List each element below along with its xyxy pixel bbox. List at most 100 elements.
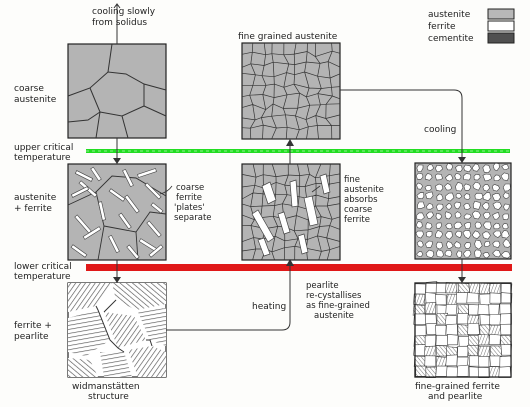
ferrite-grain	[416, 192, 425, 200]
microstructure-grain	[424, 355, 437, 367]
microstructure-grain	[414, 283, 426, 295]
ferrite-plate	[146, 220, 162, 238]
microstructure-grain	[477, 356, 490, 368]
cooling-slowly-label-2: from solidus	[92, 18, 147, 28]
microstructure-grain	[435, 324, 447, 336]
microstructure-grain	[489, 283, 501, 295]
ferrite-plate	[74, 214, 92, 234]
ferrite-grain	[492, 212, 500, 220]
microstructure-grain	[445, 323, 458, 336]
ferrite-grain	[416, 221, 423, 229]
microstructure-grain	[424, 334, 437, 347]
panel-fine-grained-austenite	[241, 42, 341, 140]
ferrite-grain	[474, 221, 483, 229]
microstructure-grain	[445, 282, 458, 294]
microstructure-grain	[435, 294, 447, 306]
ferrite-grain	[492, 162, 500, 172]
legend-austenite-label: austenite	[428, 10, 471, 20]
austenite-ferrite-label-1: austenite	[14, 193, 57, 203]
ferrite-plate	[148, 244, 164, 258]
ferrite-grain	[483, 240, 491, 247]
arrow-head-top	[113, 3, 121, 9]
ferrite-grain	[493, 174, 501, 182]
microstructure-grain	[425, 292, 437, 304]
microstructure-grain	[478, 282, 491, 294]
austenite-ferrite-label-2: + ferrite	[14, 204, 52, 214]
ferrite-grain	[454, 211, 462, 219]
ferrite-plate	[70, 186, 90, 198]
microstructure-grain	[477, 345, 491, 357]
microstructure-grain	[489, 355, 501, 367]
ferrite-grain	[482, 164, 491, 174]
microstructure-grain	[457, 324, 470, 336]
ferrite-grain	[416, 182, 423, 190]
ferrite-grain	[492, 240, 501, 248]
fine-austenite-label-4: coarse	[344, 205, 372, 215]
ferrite-grain	[436, 249, 444, 258]
microstructure-grain	[488, 304, 500, 316]
ferrite-grain	[492, 230, 502, 238]
coarse-ferrite-label-1: coarse	[176, 183, 204, 193]
fine-grained-fp-label-1: fine-grained ferrite	[415, 382, 500, 392]
ferrite-grain	[462, 229, 472, 240]
panel-coarse-austenite	[67, 43, 167, 139]
legend-cementite-swatch	[487, 32, 515, 44]
panel-fine-grained-ferrite-pearlite	[412, 281, 513, 379]
ferrite-grain	[424, 185, 432, 191]
ferrite-grain	[425, 222, 433, 230]
pearlite-recryst-label-3: as fine-grained	[306, 301, 370, 311]
ferrite-grain	[492, 201, 502, 210]
ferrite-grain	[415, 230, 424, 239]
microstructure-grain	[477, 303, 490, 315]
ferrite-grain	[454, 230, 462, 239]
microstructure-grain	[457, 313, 469, 325]
ferrite-grain	[463, 173, 472, 181]
coarse-austenite-label-1: coarse	[14, 84, 44, 94]
ferrite-grain	[463, 183, 471, 191]
ferrite-grain	[425, 249, 435, 259]
microstructure-grain	[466, 292, 480, 304]
ferrite-grain	[445, 203, 453, 210]
ferrite-grain	[455, 182, 464, 192]
panel-austenite-ferrite	[67, 163, 167, 261]
widmanstatten-label-1: widmanstätten	[72, 382, 140, 392]
ferrite-grain	[444, 249, 453, 258]
ferrite-grain	[482, 184, 491, 192]
ferrite-grain	[415, 172, 424, 180]
ferrite-grain	[445, 174, 454, 182]
ferrite-grain	[500, 251, 511, 259]
ferrite-grain	[464, 242, 471, 250]
microstructure-grain	[479, 293, 492, 306]
microstructure-grain	[456, 364, 469, 377]
ferrite-plate	[82, 226, 102, 240]
cooling-slowly-label-1: cooling slowly	[92, 7, 156, 17]
microstructure-grain	[500, 292, 513, 304]
ferrite-grain	[453, 201, 461, 210]
microstructure-grain	[489, 313, 502, 326]
ferrite-grain	[463, 202, 471, 210]
ferrite-grain	[445, 241, 454, 249]
ferrite-grain	[453, 241, 462, 249]
ferrite-grain	[472, 200, 481, 210]
ferrite-grain	[474, 249, 482, 258]
pearlite-recryst-label-1: pearlite	[306, 281, 339, 291]
fine-grained-austenite-title: fine grained austenite	[238, 32, 338, 42]
lower-critical-label-1: lower critical	[14, 262, 72, 272]
ferrite-grain	[425, 191, 434, 200]
ferrite-grain	[455, 164, 463, 173]
ferrite-plate	[108, 234, 120, 254]
microstructure-grain	[488, 324, 502, 336]
microstructure-grain	[414, 324, 427, 337]
widmanstatten-label-2: structure	[88, 392, 129, 402]
ferrite-grain	[482, 252, 490, 259]
legend-ferrite-swatch	[487, 20, 515, 32]
pearlite-recryst-label-4: austenite	[314, 311, 354, 321]
microstructure-grain	[435, 365, 448, 377]
ferrite-plate	[74, 170, 94, 182]
ferrite-grain	[482, 192, 492, 202]
microstructure-grain	[489, 292, 502, 304]
ferrite-plate	[126, 244, 140, 260]
microstructure-grain	[479, 314, 491, 326]
fine-grained-fp-label-2: and pearlite	[428, 392, 483, 402]
